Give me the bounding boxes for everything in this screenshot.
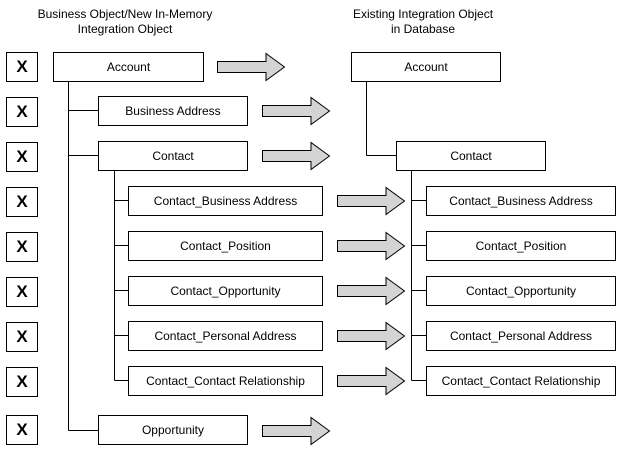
right-contact-position-box: Contact_Position [426,231,616,261]
arrow-contact-contact-relationship-icon [337,366,406,396]
x-marker-contact: X [6,142,38,172]
x-marker-contact-business-address: X [6,187,38,217]
left-contact-opportunity-box: Contact_Opportunity [128,276,323,306]
left-contact-box: Contact [98,141,248,171]
x-marker-contact-contact-relationship: X [6,367,38,397]
left-account-box: Account [53,52,204,82]
left-contact-personal-address-box: Contact_Personal Address [128,321,323,351]
arrow-contact-business-address-icon [337,186,406,216]
right-contact-box: Contact [396,141,546,171]
right-contact-personal-address-box: Contact_Personal Address [426,321,616,351]
arrow-contact-icon [262,141,331,171]
arrow-contact-opportunity-icon [337,276,406,306]
x-marker-business-address: X [6,97,38,127]
left-column-header: Business Object/New In-Memory Integratio… [37,7,213,36]
x-marker-contact-opportunity: X [6,277,38,307]
left-contact-contact-relationship-box: Contact_Contact Relationship [128,366,323,396]
left-opportunity-box: Opportunity [98,415,248,445]
left-contact-business-address-box: Contact_Business Address [128,186,323,216]
x-marker-opportunity: X [6,415,38,445]
right-contact-contact-relationship-box: Contact_Contact Relationship [426,366,616,396]
right-column-header: Existing Integration Object in Database [352,7,494,36]
x-marker-contact-position: X [6,232,38,262]
x-marker-account: X [6,52,38,82]
left-business-address-box: Business Address [98,96,248,126]
arrow-contact-personal-address-icon [337,321,406,351]
left-contact-position-box: Contact_Position [128,231,323,261]
right-contact-business-address-box: Contact_Business Address [426,186,616,216]
arrow-business-address-icon [262,96,331,126]
x-marker-contact-personal-address: X [6,322,38,352]
right-contact-opportunity-box: Contact_Opportunity [426,276,616,306]
right-account-box: Account [351,52,501,82]
arrow-account-icon [217,52,286,82]
arrow-opportunity-icon [262,416,331,446]
arrow-contact-position-icon [337,231,406,261]
